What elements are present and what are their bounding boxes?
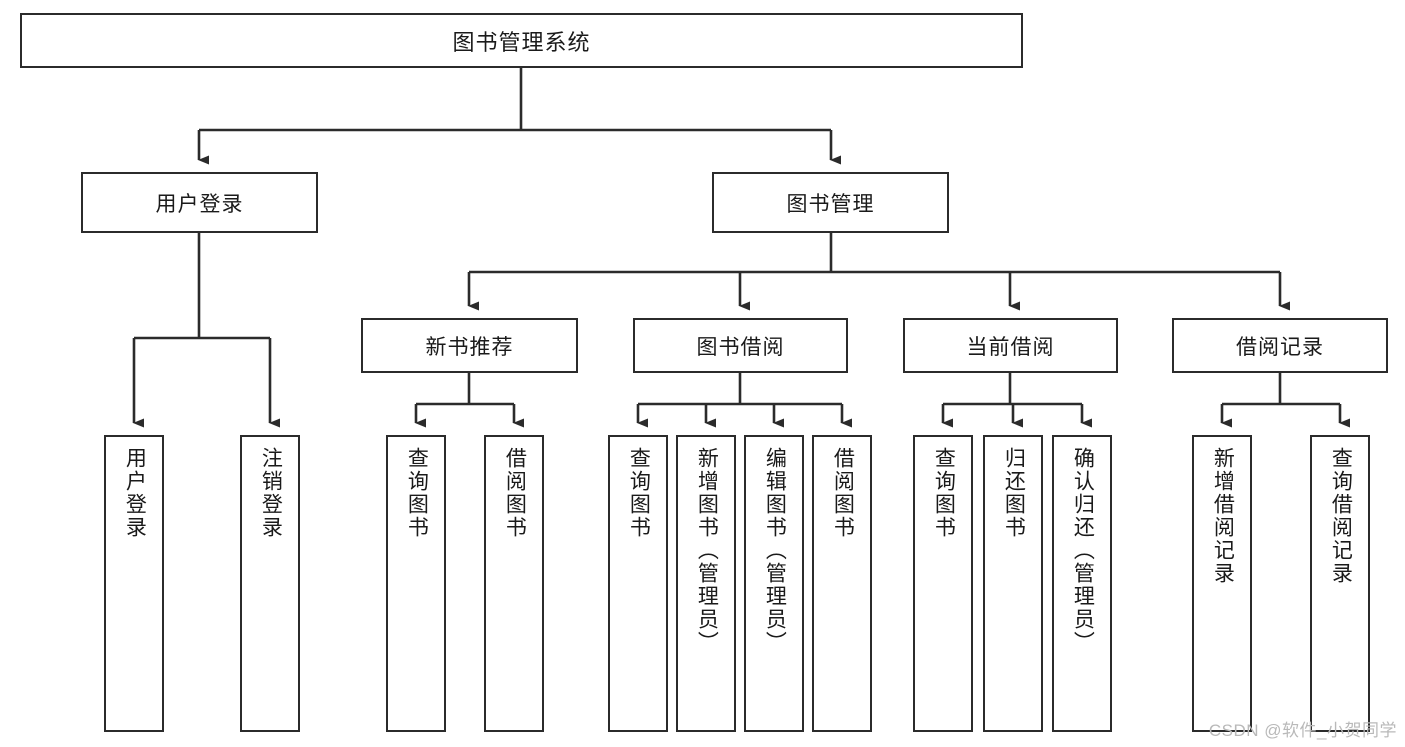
node-leaf-confirm-return-admin-label: 确认归还（管理员）	[1071, 447, 1095, 654]
node-leaf-borrow-book-recommend-label: 借阅图书	[503, 447, 527, 539]
node-borrow-records[interactable]: 借阅记录	[1172, 318, 1388, 373]
node-leaf-logout-label: 注销登录	[259, 447, 283, 539]
node-book-borrow-label: 图书借阅	[696, 335, 785, 359]
node-leaf-borrow-book-label: 借阅图书	[831, 447, 855, 539]
node-leaf-return-book[interactable]: 归还图书	[983, 435, 1043, 732]
node-root[interactable]: 图书管理系统	[20, 13, 1023, 68]
node-leaf-logout[interactable]: 注销登录	[240, 435, 300, 732]
node-leaf-query-book-current-label: 查询图书	[932, 447, 956, 539]
node-leaf-user-login-label: 用户登录	[123, 447, 147, 539]
node-leaf-borrow-book[interactable]: 借阅图书	[812, 435, 872, 732]
node-new-book-recommend[interactable]: 新书推荐	[361, 318, 578, 373]
node-leaf-query-book-borrow[interactable]: 查询图书	[608, 435, 668, 732]
node-leaf-edit-book-admin-label: 编辑图书（管理员）	[763, 447, 787, 654]
node-leaf-query-book-recommend-label: 查询图书	[405, 447, 429, 539]
node-leaf-add-book-admin[interactable]: 新增图书（管理员）	[676, 435, 736, 732]
node-root-label: 图书管理系统	[452, 29, 591, 55]
node-leaf-query-book-borrow-label: 查询图书	[627, 447, 651, 539]
node-leaf-query-book-recommend[interactable]: 查询图书	[386, 435, 446, 732]
node-leaf-add-borrow-record-label: 新增借阅记录	[1211, 447, 1235, 585]
node-leaf-edit-book-admin[interactable]: 编辑图书（管理员）	[744, 435, 804, 732]
node-book-management[interactable]: 图书管理	[712, 172, 949, 233]
node-leaf-query-borrow-record-label: 查询借阅记录	[1329, 447, 1353, 585]
node-borrow-records-label: 借阅记录	[1236, 335, 1324, 359]
node-leaf-user-login[interactable]: 用户登录	[104, 435, 164, 732]
node-leaf-return-book-label: 归还图书	[1002, 447, 1026, 539]
node-user-login-label: 用户登录	[155, 192, 244, 216]
node-new-book-recommend-label: 新书推荐	[425, 335, 514, 359]
node-current-borrow-label: 当前借阅	[966, 335, 1055, 359]
csdn-watermark: CSDN @软件_小贺同学	[1208, 721, 1397, 740]
node-leaf-borrow-book-recommend[interactable]: 借阅图书	[484, 435, 544, 732]
node-current-borrow[interactable]: 当前借阅	[903, 318, 1118, 373]
node-book-borrow[interactable]: 图书借阅	[633, 318, 848, 373]
node-leaf-query-borrow-record[interactable]: 查询借阅记录	[1310, 435, 1370, 732]
node-leaf-confirm-return-admin[interactable]: 确认归还（管理员）	[1052, 435, 1112, 732]
node-leaf-add-borrow-record[interactable]: 新增借阅记录	[1192, 435, 1252, 732]
node-user-login[interactable]: 用户登录	[81, 172, 318, 233]
node-leaf-add-book-admin-label: 新增图书（管理员）	[695, 447, 719, 654]
node-book-management-label: 图书管理	[786, 192, 875, 216]
node-leaf-query-book-current[interactable]: 查询图书	[913, 435, 973, 732]
